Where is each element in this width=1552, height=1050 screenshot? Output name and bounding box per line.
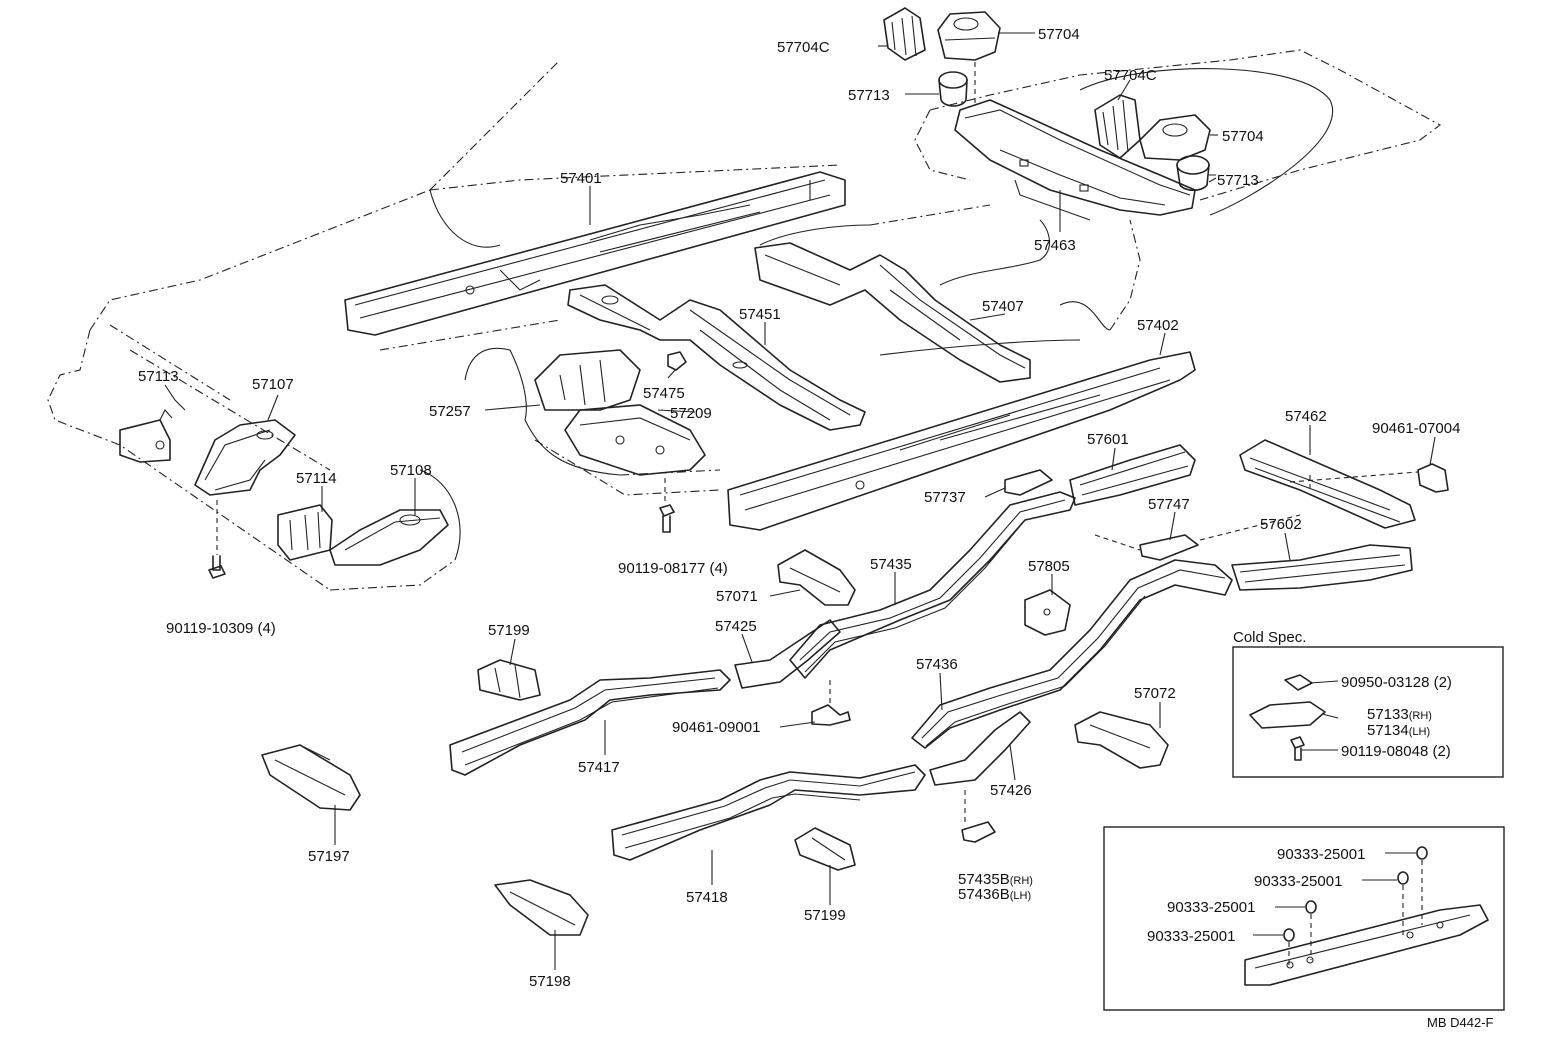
part-57713-right <box>1176 155 1210 192</box>
label-57704-right: 57704 <box>1222 128 1264 145</box>
label-57805: 57805 <box>1028 558 1070 575</box>
part-57451-crossmember <box>567 284 866 431</box>
part-57805 <box>1024 589 1071 636</box>
part-57435B <box>961 821 996 843</box>
label-57072: 57072 <box>1134 685 1176 702</box>
part-57072 <box>1074 711 1169 769</box>
label-57704-top: 57704 <box>1038 26 1080 43</box>
part-57071 <box>777 549 856 606</box>
label-90950-03128: 90950-03128 (2) <box>1341 674 1452 691</box>
label-57134: 57134(LH) <box>1367 722 1430 739</box>
part-57108 <box>329 509 449 566</box>
label-57071: 57071 <box>716 588 758 605</box>
label-57107: 57107 <box>252 376 294 393</box>
part-57407-crossmember <box>754 242 1031 383</box>
label-90333-25001-a: 90333-25001 <box>1277 846 1365 863</box>
label-57713-right: 57713 <box>1217 172 1259 189</box>
part-57704-right <box>1139 114 1211 161</box>
cold-spec-title: Cold Spec. <box>1233 629 1306 646</box>
label-57209: 57209 <box>670 405 712 422</box>
part-labels: 57704C 57704 57713 57704C 57704 57713 57… <box>138 26 1494 1030</box>
label-57601: 57601 <box>1087 431 1129 448</box>
label-90333-25001-d: 90333-25001 <box>1147 928 1235 945</box>
label-57436: 57436 <box>916 656 958 673</box>
label-57197: 57197 <box>308 848 350 865</box>
part-57704C-top <box>883 7 926 61</box>
label-57435: 57435 <box>870 556 912 573</box>
detail-box <box>1103 826 1505 1011</box>
part-90461-09001 <box>811 680 851 726</box>
part-57114 <box>277 504 333 561</box>
part-57435-rail <box>789 491 1076 679</box>
label-57401: 57401 <box>560 170 602 187</box>
part-57704-top <box>937 11 1001 61</box>
diagram-code: MB D442-F <box>1427 1015 1494 1030</box>
part-57209 <box>564 404 706 505</box>
part-57713-top <box>938 62 976 107</box>
part-57401-side-rail <box>344 171 846 336</box>
part-57463-rear-crossmember <box>954 99 1196 221</box>
label-57407: 57407 <box>982 298 1024 315</box>
label-90119-08048: 90119-08048 (2) <box>1341 743 1451 760</box>
label-57747: 57747 <box>1148 496 1190 513</box>
leader-lines <box>164 32 1436 970</box>
label-57133: 57133(RH) <box>1367 706 1432 723</box>
part-57199-lower <box>794 827 856 871</box>
part-57436-rail <box>911 559 1233 749</box>
part-57704C-right <box>1094 94 1141 159</box>
label-57462: 57462 <box>1285 408 1327 425</box>
label-90119-10309: 90119-10309 (4) <box>166 620 276 637</box>
part-57747 <box>1094 514 1301 561</box>
label-90119-08177: 90119-08177 (4) <box>618 560 728 577</box>
label-57475: 57475 <box>643 385 685 402</box>
label-57704C-top: 57704C <box>777 39 830 56</box>
label-57737: 57737 <box>924 489 966 506</box>
part-57601 <box>1069 444 1196 506</box>
label-57436B: 57436B(LH) <box>958 886 1031 903</box>
label-57113: 57113 <box>138 368 179 385</box>
label-57114: 57114 <box>296 470 337 487</box>
label-57713-top: 57713 <box>848 87 890 104</box>
label-57257: 57257 <box>429 403 471 420</box>
vehicle-body-outline <box>47 49 1442 591</box>
part-57462 <box>1239 439 1416 529</box>
label-57199-left: 57199 <box>488 622 530 639</box>
label-57463: 57463 <box>1034 237 1076 254</box>
part-57418-rail <box>611 764 926 861</box>
bolt-90119-10309 <box>208 500 226 579</box>
label-57435B: 57435B(RH) <box>958 871 1033 888</box>
part-57602 <box>1231 544 1413 591</box>
label-57425: 57425 <box>715 618 757 635</box>
label-57451: 57451 <box>739 306 781 323</box>
part-57199-left <box>477 659 541 701</box>
part-57107 <box>194 419 296 496</box>
part-57417-rail <box>449 669 731 776</box>
label-57108: 57108 <box>390 462 432 479</box>
part-57737 <box>1004 469 1053 496</box>
part-57402-side-rail <box>727 351 1196 531</box>
label-90461-07004: 90461-07004 <box>1372 420 1460 437</box>
label-57426: 57426 <box>990 782 1032 799</box>
label-57418: 57418 <box>686 889 728 906</box>
part-57426 <box>929 711 1031 825</box>
part-57113 <box>119 409 173 463</box>
part-57425 <box>734 619 841 689</box>
label-90333-25001-c: 90333-25001 <box>1167 899 1255 916</box>
part-57197 <box>261 744 361 811</box>
bolt-90119-08177 <box>659 504 675 533</box>
label-57198: 57198 <box>529 973 571 990</box>
part-57475 <box>667 351 687 371</box>
part-57257 <box>534 349 641 411</box>
label-57199-lower: 57199 <box>804 907 846 924</box>
label-90461-09001: 90461-09001 <box>672 719 760 736</box>
label-57704C-right: 57704C <box>1104 67 1157 84</box>
label-57417: 57417 <box>578 759 620 776</box>
label-57602: 57602 <box>1260 516 1302 533</box>
label-90333-25001-b: 90333-25001 <box>1254 873 1342 890</box>
label-57402: 57402 <box>1137 317 1179 334</box>
part-90461-07004 <box>1289 463 1449 493</box>
part-57198 <box>494 879 589 936</box>
